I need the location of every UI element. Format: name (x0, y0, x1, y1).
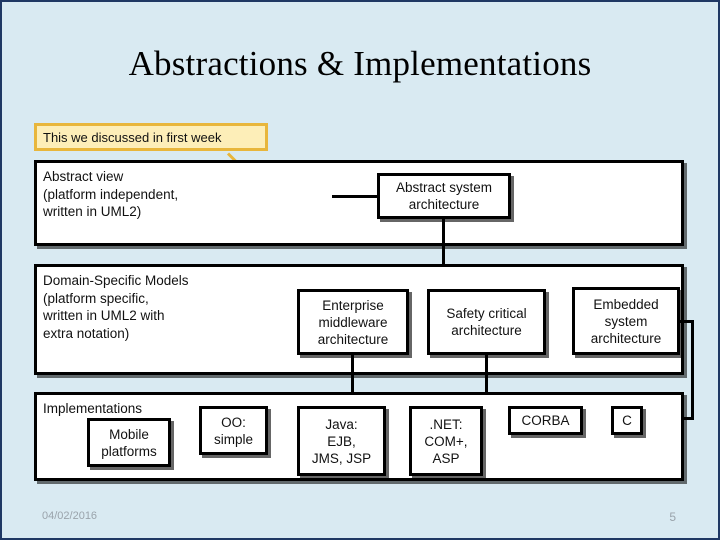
dotnet-stack-box: .NET: COM+, ASP (409, 406, 483, 476)
c-language-label: C (622, 413, 632, 428)
abstract-system-architecture-label: Abstract system architecture (395, 180, 493, 212)
abstract-system-architecture-box: Abstract system architecture (377, 173, 511, 219)
mobile-platforms-box: Mobile platforms (87, 418, 171, 467)
connector-enterprise-down (351, 355, 354, 398)
java-stack-label: Java: EJB, JMS, JSP (311, 416, 372, 466)
oo-simple-label: OO: simple (213, 414, 253, 447)
dotnet-stack-label: .NET: COM+, ASP (424, 416, 468, 466)
connector-abstract-left-stub (332, 195, 379, 198)
connector-safety-down (485, 355, 488, 398)
connector-embedded-down (691, 320, 694, 419)
c-language-box: C (611, 406, 643, 435)
page-title: Abstractions & Implementations (128, 44, 592, 83)
java-stack-box: Java: EJB, JMS, JSP (297, 406, 386, 476)
footer-date: 04/02/2016 (42, 510, 98, 522)
callout-first-week: This we discussed in first week (34, 123, 268, 151)
domain-specific-models-label: Domain-Specific Models (platform specifi… (43, 273, 189, 341)
corba-label: CORBA (521, 413, 570, 428)
footer-page-number: 5 (669, 510, 676, 524)
mobile-platforms-label: Mobile platforms (101, 426, 157, 459)
implementations-label: Implementations (43, 401, 143, 416)
embedded-system-architecture-label: Embedded system architecture (590, 296, 662, 346)
abstract-view-container: Abstract view (platform independent, wri… (34, 160, 684, 246)
connector-trunk-vertical (442, 219, 445, 271)
oo-simple-box: OO: simple (199, 406, 268, 455)
safety-critical-architecture-box: Safety critical architecture (427, 289, 546, 355)
safety-critical-architecture-label: Safety critical architecture (446, 306, 527, 338)
enterprise-middleware-architecture-box: Enterprise middleware architecture (297, 289, 409, 355)
abstract-view-label: Abstract view (platform independent, wri… (43, 169, 179, 219)
embedded-system-architecture-box: Embedded system architecture (572, 287, 680, 355)
enterprise-middleware-architecture-label: Enterprise middleware architecture (317, 297, 389, 347)
corba-box: CORBA (508, 406, 583, 435)
connector-embedded-right (680, 320, 694, 323)
callout-label: This we discussed in first week (43, 129, 222, 145)
